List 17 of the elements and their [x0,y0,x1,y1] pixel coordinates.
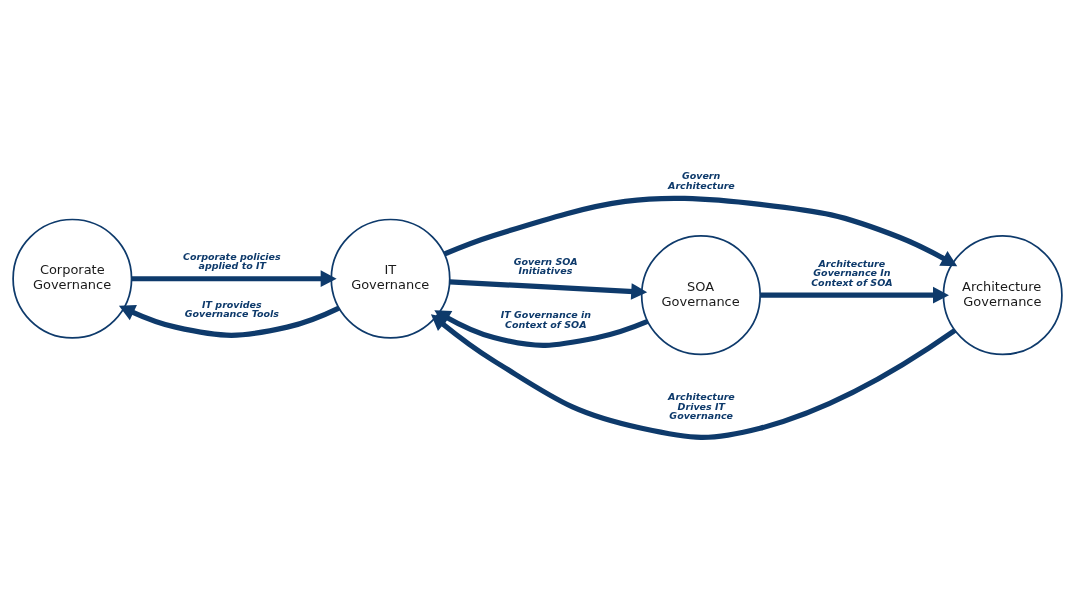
edge-label: IT Governance in Context of SOA [500,309,592,330]
arrow [131,270,337,288]
arrow [443,195,958,267]
node-circle: Corporate Governance [12,218,133,339]
arrow [760,286,949,304]
arrow [118,304,340,338]
edge-label: IT provides Governance Tools [184,298,279,320]
edge-label: Corporate policies applied to IT [183,250,281,272]
edge-label: Architecture Governance In Context of SOA [811,257,893,288]
node-circle: SOA Governance [640,235,761,356]
node-circle: Architecture Governance [942,235,1063,356]
edge-label: Govern SOA Initiatives [513,255,578,277]
edge-label: Govern Architecture [668,170,735,191]
edge-label: Architecture Drives IT Governance [668,391,735,422]
arrow [449,279,648,300]
arrow [434,310,649,348]
arrow [430,314,957,440]
